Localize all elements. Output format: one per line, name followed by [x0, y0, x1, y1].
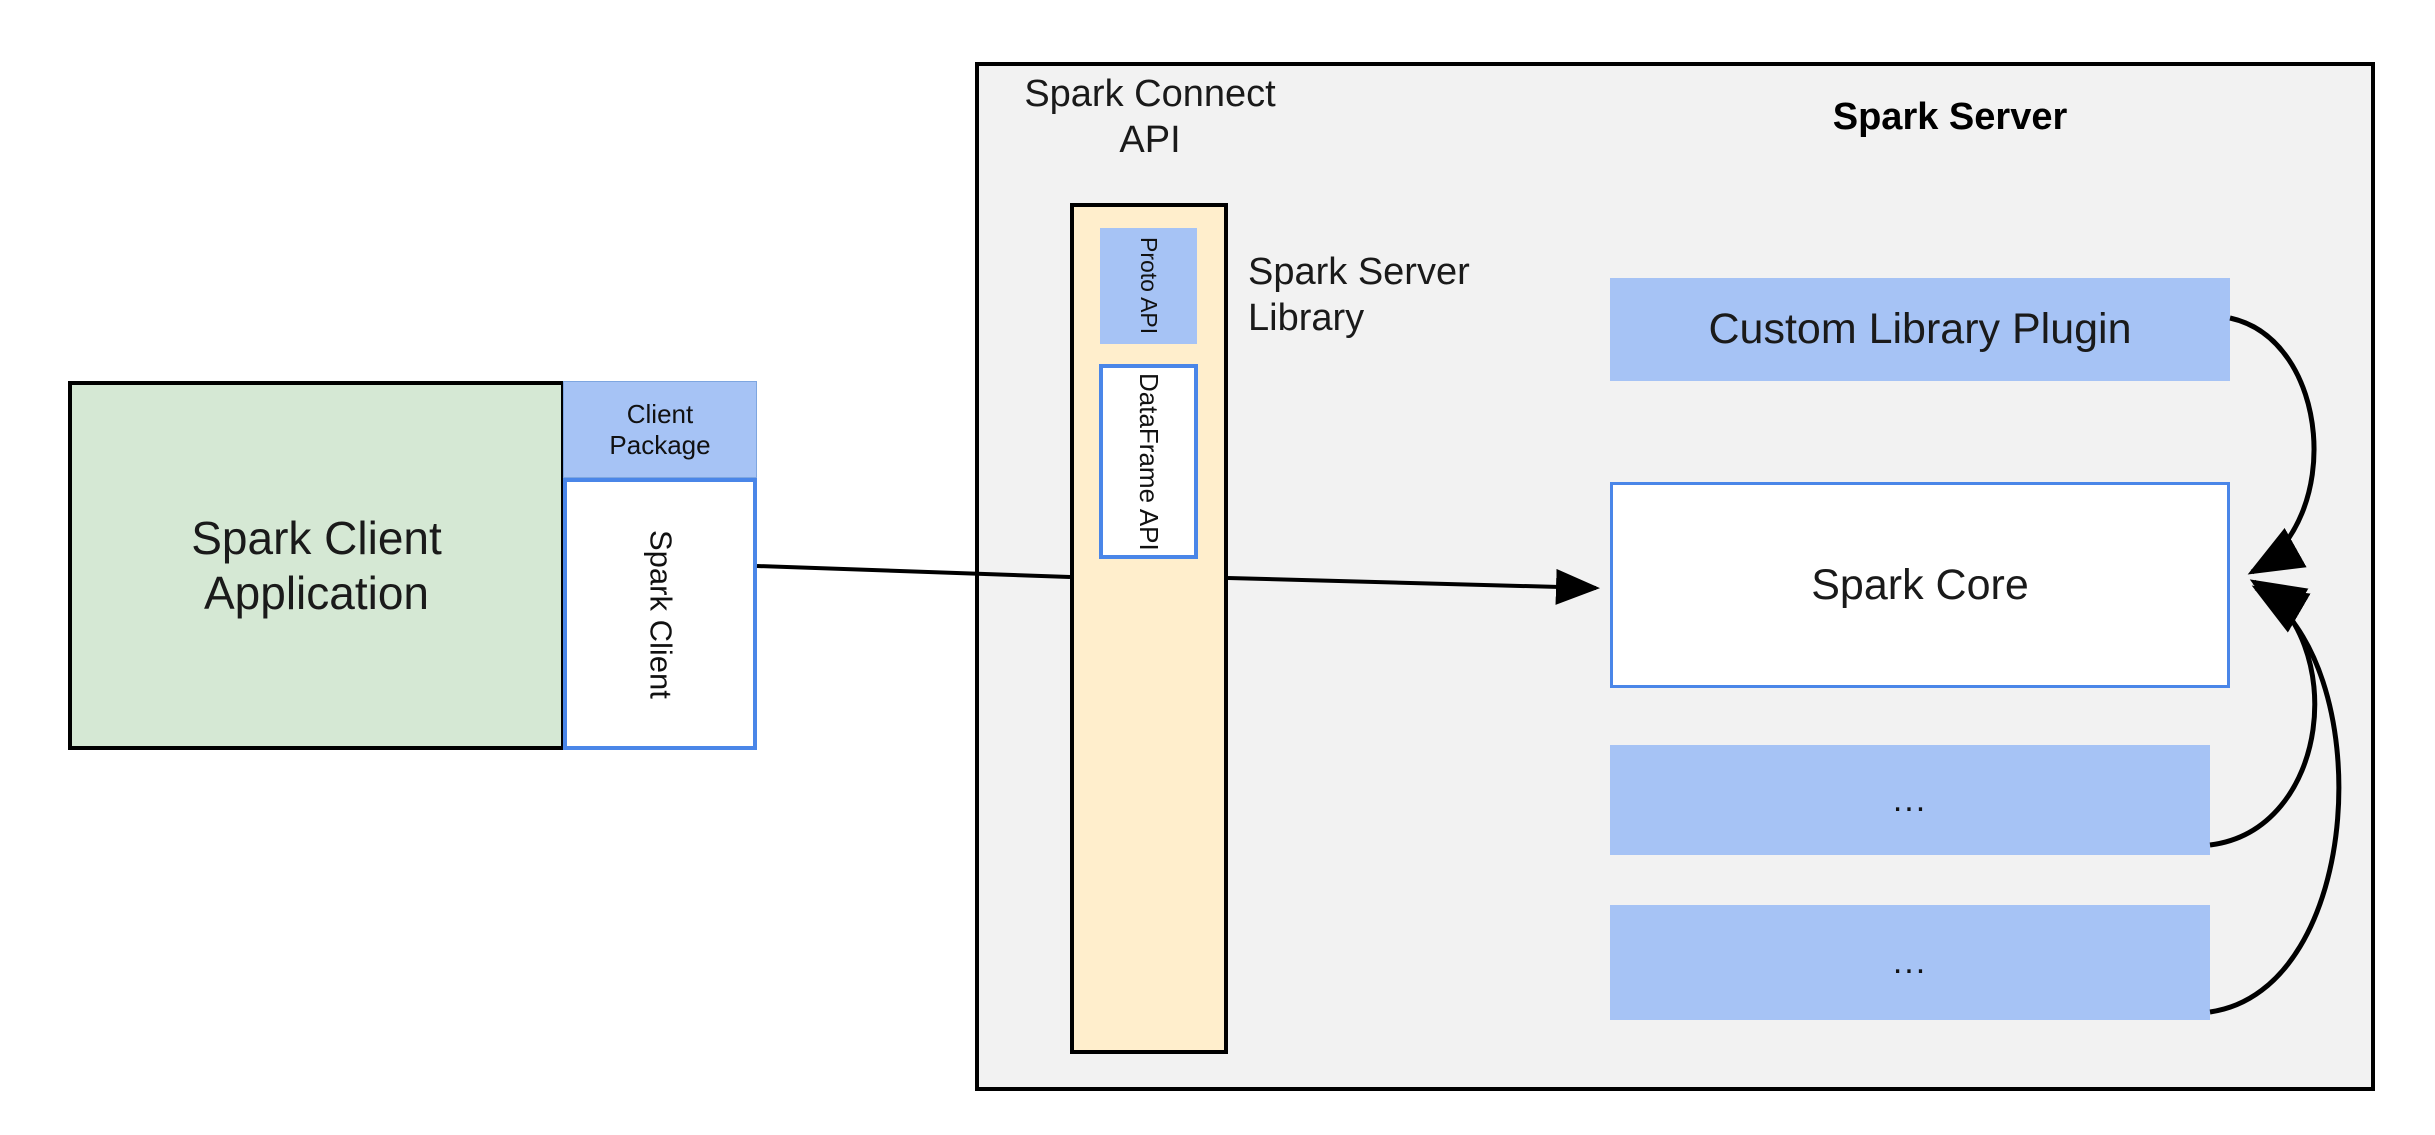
spark-client-application-label-line2: Application: [203, 566, 430, 619]
spark-client-application-box[interactable]: Spark Client Application: [68, 381, 565, 750]
custom-library-plugin-box[interactable]: Custom Library Plugin: [1610, 278, 2230, 381]
ellipsis-label-2: ...: [1892, 943, 1928, 982]
spark-connect-api-column[interactable]: [1070, 203, 1228, 1054]
proto-api-label: Proto API: [1136, 237, 1163, 335]
ellipsis-label-1: ...: [1892, 780, 1928, 819]
spark-client-label: Spark Client: [643, 529, 679, 699]
client-package-label-line1: Client: [626, 398, 694, 429]
spark-connect-api-label-line2: API: [1119, 118, 1181, 161]
spark-server-library-label-line1: Spark Server: [1248, 251, 1470, 293]
spark-core-label: Spark Core: [1811, 560, 2029, 609]
spark-client-box[interactable]: Spark Client: [563, 478, 757, 750]
client-package-label-line2: Package: [609, 429, 711, 460]
spark-core-box[interactable]: Spark Core: [1610, 482, 2230, 688]
spark-client-application-label-line1: Spark Client: [191, 512, 442, 565]
spark-server-library-label-line2: Library: [1248, 296, 1365, 339]
spark-client-application-label: Spark Client Application: [191, 511, 442, 620]
client-package-label: Client Package: [609, 399, 710, 460]
spark-server-title: Spark Server: [1832, 96, 2068, 138]
client-package-box[interactable]: Client Package: [563, 381, 757, 478]
ellipsis-component-box-1[interactable]: ...: [1610, 745, 2210, 855]
spark-server-library-label: Spark Server Library: [1248, 250, 1470, 341]
dataframe-api-box[interactable]: DataFrame API: [1099, 364, 1198, 559]
custom-library-plugin-label: Custom Library Plugin: [1708, 305, 2132, 354]
dataframe-api-label: DataFrame API: [1133, 372, 1164, 551]
spark-connect-api-label: Spark Connect API: [1000, 72, 1300, 163]
proto-api-box[interactable]: Proto API: [1100, 228, 1197, 344]
ellipsis-component-box-2[interactable]: ...: [1610, 905, 2210, 1020]
spark-connect-api-label-line1: Spark Connect: [1024, 73, 1276, 115]
